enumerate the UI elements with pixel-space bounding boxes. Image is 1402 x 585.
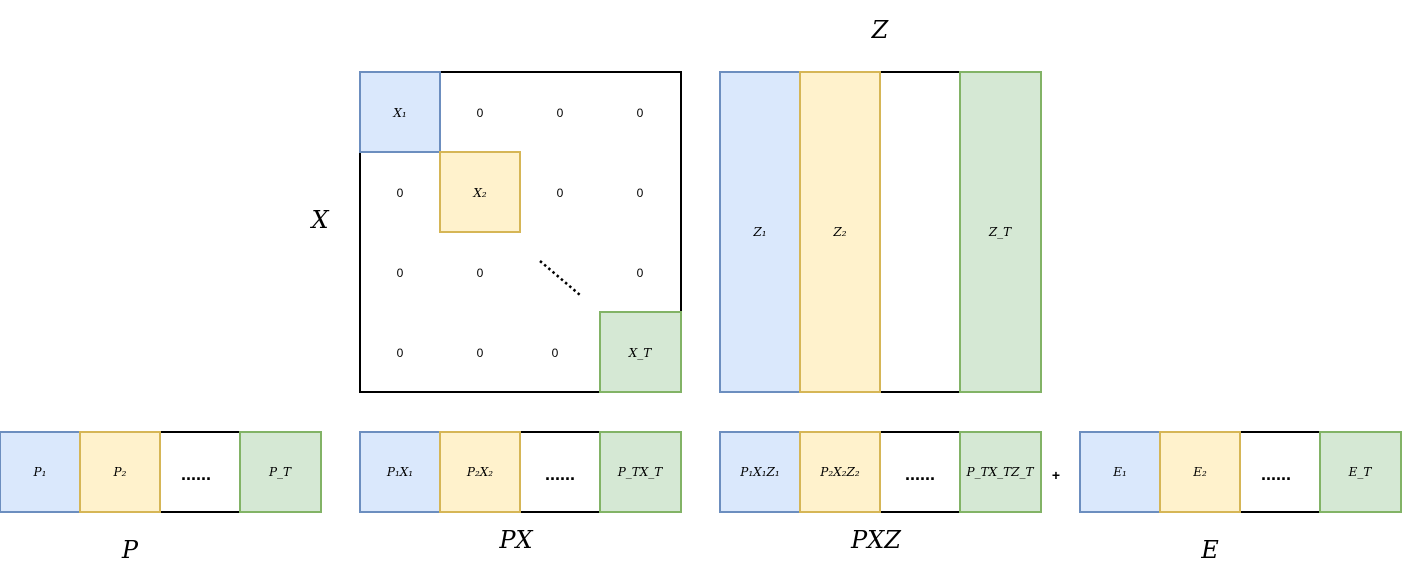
- zero-r1c4: 0: [637, 106, 644, 120]
- cell-p1: [0, 431, 81, 513]
- zero-r1c2: 0: [477, 106, 484, 120]
- label-p2: P₂: [113, 465, 127, 479]
- matrix-x: X₁ X₂ X_T 0 0 0 0 0 0 0 0 0 0 0 0: [359, 71, 682, 393]
- label-z1: Z₁: [752, 225, 766, 239]
- block-z1: [719, 71, 801, 393]
- label-z2: Z₂: [832, 225, 846, 239]
- zero-r3c4: 0: [637, 266, 644, 280]
- zero-r4c1: 0: [397, 346, 404, 360]
- label-e: E: [1200, 536, 1219, 564]
- zero-r2c3: 0: [557, 186, 564, 200]
- block-z2: [799, 71, 881, 393]
- zero-r2c4: 0: [637, 186, 644, 200]
- cell-pxzT: [959, 431, 1042, 513]
- cell-eT: [1319, 431, 1402, 513]
- cell-pT: [239, 431, 322, 513]
- dots-e: ......: [1261, 464, 1291, 484]
- label-e1: E₁: [1112, 465, 1127, 479]
- row-pxz: P₁X₁Z₁ P₂X₂Z₂ ...... P_TX_TZ_T: [719, 431, 1042, 513]
- label-pxz1: P₁X₁Z₁: [739, 465, 779, 479]
- label-p: P: [121, 536, 139, 564]
- label-pxzT: P_TX_TZ_T: [966, 465, 1035, 479]
- label-x1: X₁: [392, 106, 406, 120]
- cell-pxz2: [799, 431, 881, 513]
- label-x: X: [309, 206, 329, 234]
- zero-r4c2: 0: [477, 346, 484, 360]
- block-zT: [959, 71, 1042, 393]
- row-px: P₁X₁ P₂X₂ ...... P_TX_T: [359, 431, 682, 513]
- plus-sign: +: [1052, 467, 1060, 483]
- zero-r3c1: 0: [397, 266, 404, 280]
- label-eT: E_T: [1348, 465, 1373, 479]
- block-xT: [599, 311, 682, 393]
- label-x2: X₂: [472, 186, 487, 200]
- dots-p: ......: [181, 464, 211, 484]
- zero-r1c3: 0: [557, 106, 564, 120]
- block-x2: [439, 151, 521, 233]
- cell-p2: [79, 431, 161, 513]
- label-pxz2: P₂X₂Z₂: [819, 465, 860, 479]
- block-x1: [359, 71, 441, 153]
- row-p: P₁ P₂ ...... P_T: [0, 431, 322, 513]
- label-pxz: PXZ: [850, 526, 902, 554]
- label-px1: P₁X₁: [386, 465, 413, 479]
- cell-px2: [439, 431, 521, 513]
- zero-r4c3: 0: [552, 346, 559, 360]
- zero-r3c2: 0: [477, 266, 484, 280]
- label-z: Z: [871, 16, 890, 44]
- cell-pxT: [599, 431, 682, 513]
- zero-r2c1: 0: [397, 186, 404, 200]
- cell-e1: [1079, 431, 1161, 513]
- label-px: PX: [498, 526, 533, 554]
- label-zT: Z_T: [988, 225, 1012, 239]
- label-e2: E₂: [1192, 465, 1207, 479]
- label-px2: P₂X₂: [466, 465, 493, 479]
- matrix-z: Z₁ Z₂ Z_T: [719, 71, 1042, 393]
- row-e: E₁ E₂ ...... E_T: [1079, 431, 1402, 513]
- label-xT: X_T: [628, 346, 653, 360]
- label-pT: P_T: [268, 465, 292, 479]
- label-pxT: P_TX_T: [617, 465, 664, 479]
- dots-px: ......: [545, 464, 575, 484]
- cell-e2: [1159, 431, 1241, 513]
- cell-pxz1: [719, 431, 801, 513]
- label-p1: P₁: [33, 465, 47, 479]
- dots-pxz: ......: [905, 464, 935, 484]
- cell-px1: [359, 431, 441, 513]
